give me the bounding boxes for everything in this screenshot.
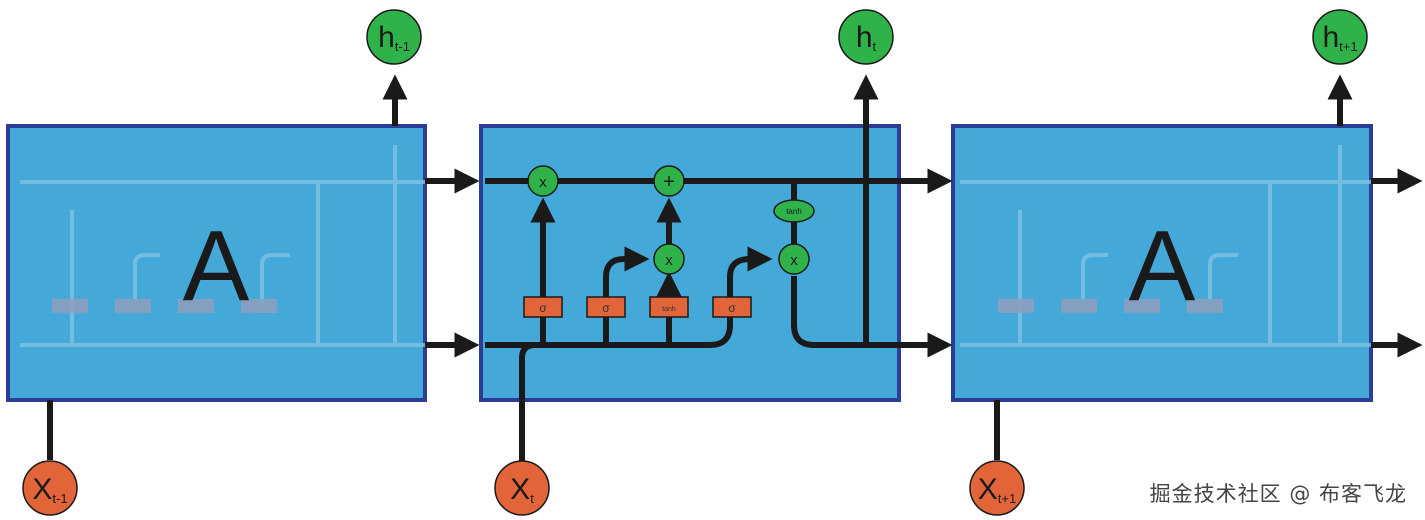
input-x-current: Xt (494, 460, 550, 516)
input-x-current-sub: t (530, 491, 534, 506)
svg-text:Xt-1: Xt-1 (32, 473, 67, 506)
output-h-next-main: h (1322, 21, 1339, 54)
sigma-gate-3: σ (712, 296, 752, 318)
input-mul-op: x (653, 243, 685, 275)
right-cell: A (951, 124, 1373, 402)
output-mul-label: x (790, 252, 798, 269)
svg-text:ht-1: ht-1 (378, 21, 410, 54)
output-h-current: ht (838, 9, 894, 65)
left-cell: A (6, 124, 427, 402)
input-x-prev-sub: t-1 (52, 491, 67, 506)
output-mul-op: x (778, 243, 810, 275)
output-h-current-sub: t (873, 39, 877, 54)
input-x-next-main: X (978, 473, 998, 506)
left-cell-box (6, 124, 427, 402)
sigma-gate-1: σ (523, 296, 563, 318)
right-cell-label: A (1129, 210, 1196, 322)
svg-text:Xt+1: Xt+1 (978, 473, 1016, 506)
input-gate-line (603, 246, 650, 345)
sigma-gate-2-label: σ (602, 301, 610, 315)
output-nodes: ht-1 ht ht+1 (366, 9, 1368, 65)
right-cell-ghost-gates (998, 299, 1223, 313)
right-cell-ghost-lines (960, 145, 1371, 347)
output-h-prev-sub: t-1 (395, 39, 410, 54)
input-line (519, 342, 536, 465)
output-h-next: ht+1 (1312, 9, 1368, 65)
tanh-gate: tanh (649, 296, 689, 318)
input-mul-label: x (665, 252, 673, 269)
tanh-gate-label: tanh (662, 306, 676, 313)
output-h-prev: ht-1 (366, 9, 422, 65)
input-x-prev: Xt-1 (22, 460, 78, 516)
sigma-gate-3-label: σ (728, 301, 736, 315)
svg-text:Xt: Xt (510, 473, 534, 506)
sigma-gate-1-label: σ (539, 301, 547, 315)
left-cell-ghost-gates (52, 299, 277, 313)
add-label: + (663, 171, 675, 193)
forget-mul-op: x (527, 165, 559, 197)
svg-text:ht+1: ht+1 (1322, 21, 1357, 54)
svg-text:ht: ht (856, 21, 877, 54)
pointwise-ops: x + x x tanh (527, 165, 815, 275)
input-nodes: Xt-1 Xt Xt+1 (22, 460, 1025, 516)
output-line (791, 276, 953, 358)
gate-layers: σ σ tanh σ (523, 296, 752, 318)
input-x-prev-main: X (32, 473, 52, 506)
output-h-prev-main: h (378, 21, 395, 54)
forget-mul-label: x (539, 174, 547, 191)
input-x-next-sub: t+1 (998, 491, 1016, 506)
output-h-current-main: h (856, 21, 873, 54)
sigma-gate-2: σ (586, 296, 626, 318)
left-cell-label: A (183, 210, 250, 322)
state-tanh-label: tanh (786, 207, 802, 216)
input-x-current-main: X (510, 473, 530, 506)
add-op: + (653, 165, 685, 197)
right-cell-box (951, 124, 1373, 402)
watermark: 掘金技术社区 @ 布客飞龙 (1149, 482, 1407, 506)
state-tanh-op: tanh (773, 199, 815, 223)
output-h-next-sub: t+1 (1339, 39, 1357, 54)
input-x-next: Xt+1 (969, 460, 1025, 516)
left-cell-ghost-lines (20, 145, 425, 347)
